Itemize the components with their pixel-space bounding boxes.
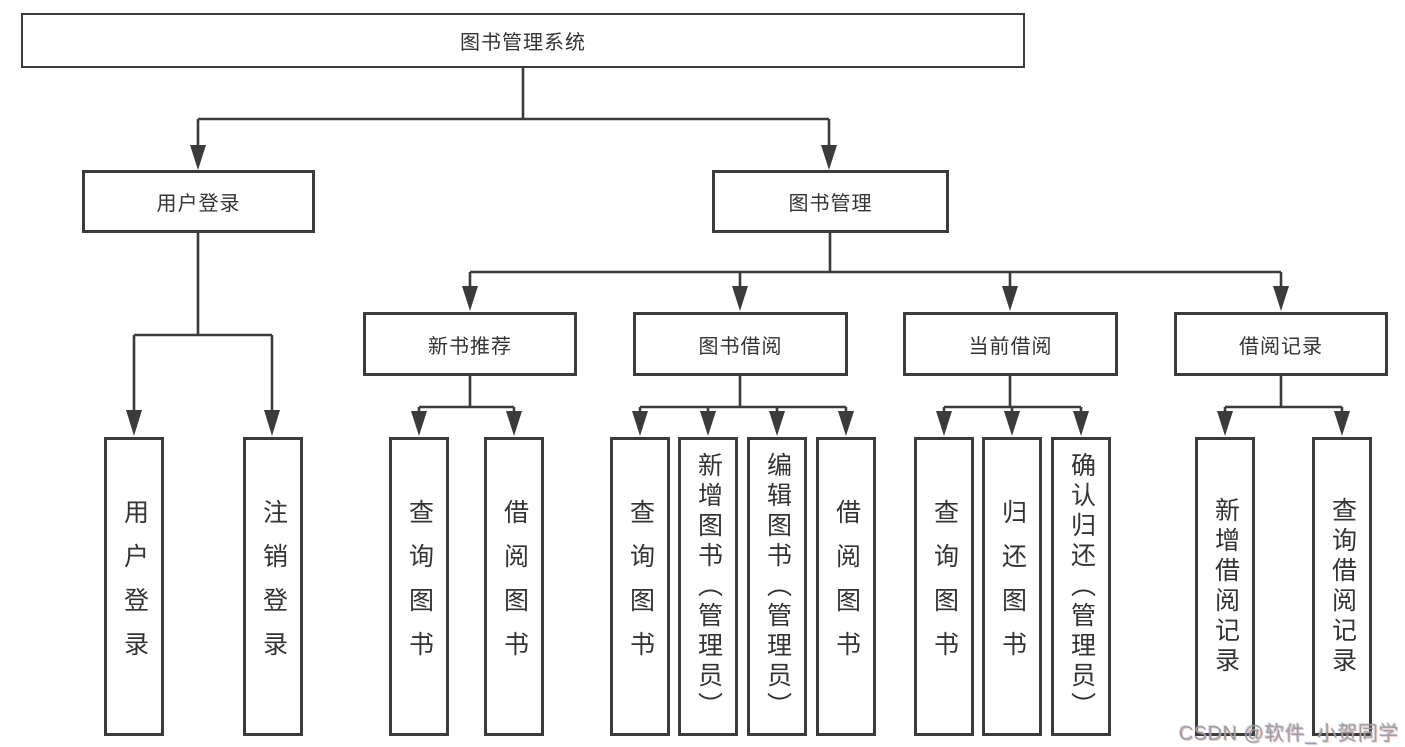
node-current-borrowing: 当前借阅 xyxy=(903,312,1118,376)
node-label: 用户登录 xyxy=(120,498,149,675)
node-label: 借阅图书 xyxy=(500,498,529,675)
node-query-books-recommend: 查询图书 xyxy=(389,437,449,736)
node-label: 图书管理系统 xyxy=(460,32,586,54)
node-new-book-recommendation: 新书推荐 xyxy=(363,312,577,376)
node-edit-book-admin: 编辑图书（管理员） xyxy=(747,437,807,736)
node-label: 图书借阅 xyxy=(698,335,783,358)
csdn-watermark: CSDN @软件_小贺同学 xyxy=(1178,723,1399,745)
node-label: 归还图书 xyxy=(998,498,1027,675)
node-label: 新增借阅记录 xyxy=(1211,496,1240,677)
node-label: 查询图书 xyxy=(626,498,655,675)
node-library-management-system: 图书管理系统 xyxy=(21,13,1025,68)
node-label: 用户登录 xyxy=(156,193,241,215)
node-label: 注销登录 xyxy=(259,498,288,675)
node-borrowing-records: 借阅记录 xyxy=(1174,312,1388,376)
node-borrow-books: 借阅图书 xyxy=(816,437,876,736)
node-label: 借阅图书 xyxy=(832,498,861,675)
node-book-borrowing: 图书借阅 xyxy=(633,312,848,376)
node-query-books-current: 查询图书 xyxy=(914,437,974,736)
node-label: 确认归还（管理员） xyxy=(1067,451,1096,722)
node-book-management-branch: 图书管理 xyxy=(712,170,949,233)
node-label: 当前借阅 xyxy=(968,335,1053,358)
node-return-books: 归还图书 xyxy=(982,437,1042,736)
node-add-book-admin: 新增图书（管理员） xyxy=(678,437,738,736)
node-label: 编辑图书（管理员） xyxy=(763,451,792,722)
node-add-borrow-record: 新增借阅记录 xyxy=(1195,437,1255,736)
node-label: 借阅记录 xyxy=(1239,335,1323,358)
node-label: 查询图书 xyxy=(930,498,959,675)
node-label: 查询借阅记录 xyxy=(1328,496,1357,677)
node-query-borrow-record: 查询借阅记录 xyxy=(1312,437,1372,736)
node-user-login-branch: 用户登录 xyxy=(82,170,315,233)
node-label: 图书管理 xyxy=(788,193,873,215)
node-query-books-borrowing: 查询图书 xyxy=(610,437,670,736)
node-label: 新书推荐 xyxy=(428,335,512,358)
node-borrow-books-recommend: 借阅图书 xyxy=(484,437,544,736)
node-label: 查询图书 xyxy=(405,498,434,675)
node-label: 新增图书（管理员） xyxy=(694,451,723,722)
node-user-login: 用户登录 xyxy=(104,437,164,736)
node-logout: 注销登录 xyxy=(243,437,303,736)
node-confirm-return-admin: 确认归还（管理员） xyxy=(1051,437,1111,736)
